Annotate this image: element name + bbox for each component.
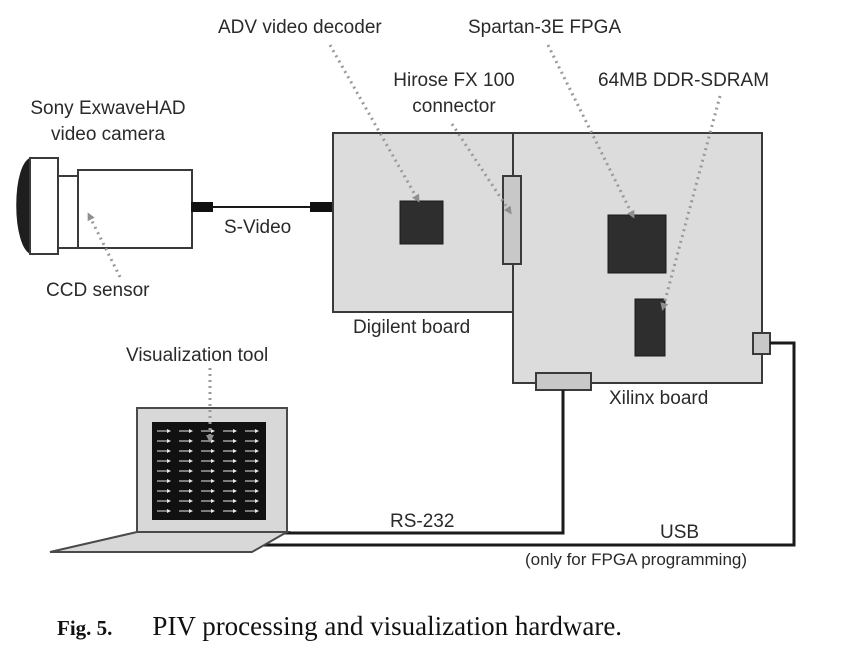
xilinx-board-label: Xilinx board: [609, 388, 709, 409]
digilent-svideo-connector: [310, 202, 334, 212]
rs232-cable: [262, 390, 565, 535]
ccd-sensor-label: CCD sensor: [46, 280, 150, 301]
camera-front: [29, 157, 59, 255]
s-video-label: S-Video: [224, 217, 292, 238]
usb-note-label: (only for FPGA programming): [525, 550, 748, 569]
adv-decoder-chip: [399, 200, 444, 245]
camera-label-line2: video camera: [50, 124, 166, 145]
usb-cable: [225, 341, 796, 547]
leader-lines: [87, 44, 722, 443]
digilent-board-label: Digilent board: [353, 317, 471, 338]
camera: [16, 156, 213, 256]
laptop: [49, 407, 291, 553]
visualization-tool-label: Visualization tool: [126, 345, 269, 366]
camera-body: [77, 169, 193, 249]
ddr-sdram-label: 64MB DDR-SDRAM: [598, 70, 770, 91]
figure-number: Fig. 5.: [57, 616, 113, 640]
rs232-port: [535, 372, 592, 391]
hirose-connector-label-line2: connector: [412, 96, 496, 117]
spartan-fpga-label: Spartan-3E FPGA: [468, 17, 622, 38]
hardware-diagram: [16, 44, 796, 553]
rs232-label: RS-232: [390, 511, 455, 532]
ddr-sdram-chip: [634, 298, 666, 357]
ddr-leader-arrow: [660, 95, 722, 311]
hirose-connector-label-line1: Hirose FX 100: [393, 70, 515, 91]
spartan-leader-arrow: [546, 44, 635, 219]
camera-connector: [191, 202, 213, 212]
vector-field-display: [157, 429, 259, 513]
spartan-fpga-chip: [607, 214, 667, 274]
usb-label: USB: [660, 522, 700, 543]
usb-port: [752, 332, 771, 355]
laptop-base: [49, 531, 291, 553]
caption-text: PIV processing and visualization hardwar…: [152, 611, 623, 641]
camera-neck: [57, 175, 81, 249]
adv-decoder-label: ADV video decoder: [218, 17, 382, 38]
hirose-connector: [502, 175, 522, 265]
figure-caption: Fig. 5. PIV processing and visualization …: [57, 611, 622, 642]
camera-label-line1: Sony ExwaveHAD: [30, 98, 186, 119]
